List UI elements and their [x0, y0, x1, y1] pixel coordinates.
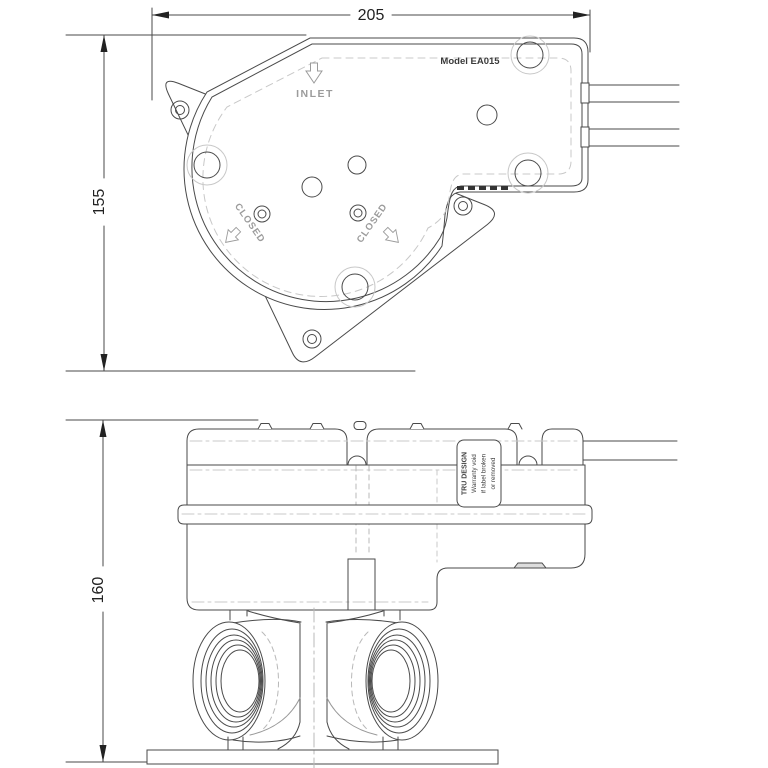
cover-hump-1: [186, 428, 348, 466]
cover-dome-right: [514, 159, 542, 187]
actuator-housing-front: TRU DESIGN Warranty void if label broken…: [177, 421, 678, 611]
cover-nubs: [257, 421, 523, 430]
base-plate: [146, 749, 499, 765]
cover-features: [186, 35, 550, 308]
front-view: 160: [65, 419, 678, 768]
front-view-cable: [582, 440, 678, 461]
flange-hole-bottom: [302, 329, 322, 349]
hinge-bump-1: [347, 455, 367, 466]
warranty-line-2: Warranty void: [471, 454, 478, 493]
right-port-threads: [365, 621, 439, 741]
actuator-cover-top: [183, 37, 589, 310]
inlet-label: INLET: [296, 88, 334, 100]
inlet-arrow-icon: [305, 62, 323, 84]
hinge-bump-2: [518, 455, 538, 466]
warranty-line-1: TRU DESIGN: [462, 452, 469, 495]
valve-body: [146, 607, 499, 768]
dimension-top-height: 155: [65, 34, 416, 372]
cover-screw-left: [253, 205, 271, 223]
cover-screw-right: [349, 204, 367, 222]
vent-slots: [457, 186, 508, 190]
model-label: Model EA015: [440, 56, 500, 67]
dim-top-height-value: 155: [91, 189, 108, 216]
cover-dome-bottom: [341, 273, 369, 301]
top-view-cables: [580, 82, 680, 148]
bracket-slot: [347, 558, 376, 611]
dimension-top-width: 205: [151, 7, 591, 101]
warranty-line-4: or removed: [490, 457, 497, 489]
cover-dome-left: [193, 151, 221, 179]
closed-arrow-left-icon: [225, 226, 242, 243]
warranty-line-3: if label broken: [481, 453, 488, 493]
warranty-label: TRU DESIGN Warranty void if label broken…: [456, 439, 502, 508]
dim-front-height-value: 160: [90, 577, 107, 604]
closed-arrow-right-icon: [382, 226, 399, 243]
cover-center-boss: [301, 176, 323, 198]
dim-top-width-value: 205: [358, 7, 385, 24]
cover-dome-top-right: [516, 41, 544, 69]
cover-hump-3: [541, 428, 584, 466]
left-port-threads: [192, 621, 266, 741]
bottom-window: [512, 562, 548, 569]
cover-boss-1: [476, 104, 498, 126]
flange-hole-top-left: [170, 100, 190, 120]
flange-hole-right: [453, 196, 473, 216]
cover-boss-2: [347, 155, 367, 175]
top-view: 205 155: [65, 7, 680, 372]
